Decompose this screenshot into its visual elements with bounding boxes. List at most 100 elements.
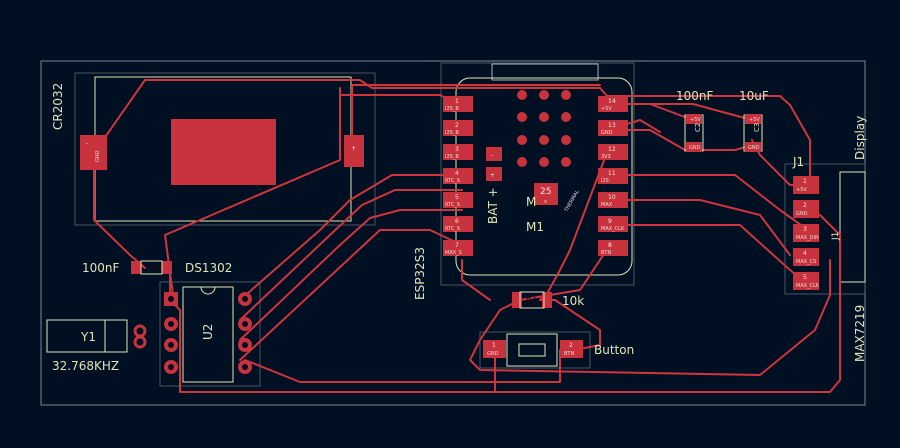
- thermal-pad-x: x: [544, 199, 547, 205]
- esp-right-pin-number: 12: [608, 146, 616, 153]
- esp-left-pin-number: 2: [455, 122, 459, 129]
- j1-pin-number: 1: [803, 178, 807, 185]
- bat-plus-text: +: [490, 172, 495, 179]
- esp-right-pin-pad: [598, 144, 628, 160]
- bat-plus-label: BAT +: [486, 187, 500, 224]
- esp32-inner-vias: [517, 90, 571, 167]
- battery-gnd-label: GND: [95, 150, 101, 162]
- bat-minus-pad: [486, 147, 502, 161]
- u2-outline: [182, 286, 234, 383]
- esp-right-pin-pad: [598, 120, 628, 136]
- r1-pad-1: [512, 292, 522, 308]
- esp-left-pin-name: I2S_B: [445, 154, 459, 160]
- esp-right-pin-number: 11: [608, 170, 616, 177]
- esp-left-pin-name: RTC_S: [445, 202, 460, 208]
- cap-100nf-left-label: 100nF: [82, 261, 120, 275]
- c2-bottom-pad-label: GND: [689, 145, 701, 151]
- c1-pad-1: [131, 261, 141, 274]
- j1-outline: [839, 171, 866, 283]
- j1-pin-pad: [793, 200, 819, 218]
- ds1302-label: DS1302: [185, 261, 232, 275]
- thermal-pad: [534, 183, 558, 205]
- c1-ref: C1: [147, 264, 159, 274]
- esp-right-pin-name: GND: [601, 130, 613, 136]
- j1-pin-pad: [793, 248, 819, 266]
- cap-10uf-label: 10uF: [739, 89, 769, 103]
- bat-plus-pad: [486, 167, 502, 181]
- esp-right-pin-name: MAX_CLK: [601, 226, 625, 232]
- esp-left-pin-pad: [443, 192, 473, 208]
- r1-pad-2: [542, 292, 552, 308]
- button-pad: [483, 340, 506, 358]
- thermal-pad-number: 25: [540, 187, 551, 197]
- j1-pin-name: MAX_DIN: [796, 235, 819, 241]
- esp-left-pin-number: 6: [455, 218, 459, 225]
- j1-pin-pad: [793, 224, 819, 242]
- esp-right-pin-pad: [598, 216, 628, 232]
- usb-outline: [491, 63, 599, 81]
- esp-left-pin-number: 3: [455, 146, 459, 153]
- esp-left-pin-number: 1: [455, 98, 459, 105]
- esp-right-pin-pad: [598, 192, 628, 208]
- esp-right-pin-number: 8: [608, 242, 612, 249]
- cap-100nf-top-label: 100nF: [676, 89, 714, 103]
- j1-label-top: J1: [792, 155, 804, 169]
- esp-right-pin-pad: [598, 96, 628, 112]
- crystal-outline: [46, 319, 128, 353]
- esp-left-pin-pad: [443, 216, 473, 232]
- button-label: Button: [594, 343, 634, 357]
- battery-minus-label: -: [86, 140, 88, 147]
- crystal-pad-1: [133, 324, 147, 338]
- c2-top-pad-label: +5V: [690, 117, 701, 123]
- esp-right-pin-number: 9: [608, 218, 612, 225]
- battery-plus-pad-label: +: [351, 145, 356, 152]
- j1-pin-name: MAX_CLK: [796, 283, 820, 289]
- battery-gnd-pad: [80, 135, 107, 170]
- battery-center-pad: [171, 119, 276, 185]
- bat-minus-text: -: [491, 152, 493, 159]
- crystal-pad-2: [133, 335, 147, 349]
- esp-left-pin-number: 5: [455, 194, 459, 201]
- j1-pin-number: 2: [803, 202, 807, 209]
- display-label: Display: [853, 116, 867, 160]
- j1-pin-name: GND: [796, 211, 808, 217]
- j1-pin-name: +5V: [796, 187, 807, 193]
- esp-right-pin-name: MAX: [601, 202, 613, 208]
- esp-left-pin-name: MAX_S: [445, 250, 462, 256]
- button-outline: [506, 333, 558, 367]
- esp-right-pin-pad: [598, 240, 628, 256]
- c3-bottom-pad-label: GND: [748, 145, 760, 151]
- j1-pin-pad: [793, 272, 819, 290]
- esp-right-pin-number: 10: [608, 194, 616, 201]
- capacitor-c3: +5V GND C3: [743, 114, 763, 152]
- esp-left-pin-name: I2S_B: [445, 130, 459, 136]
- esp-left-pin-pad: [443, 168, 473, 184]
- j1-pin-pad: [793, 176, 819, 194]
- esp-left-pin-number: 7: [455, 242, 459, 249]
- c3-ref: C3: [753, 123, 761, 132]
- esp-right-pin-name: +5V: [601, 106, 612, 112]
- thermal-label: THERMAL: [563, 189, 581, 214]
- c3-top-pad-label: +5V: [749, 117, 760, 123]
- j1-label-side: J1: [831, 232, 841, 241]
- button-pad-name: BTN: [564, 351, 574, 357]
- battery-plus-pad: [344, 135, 364, 167]
- esp32s3-label: ESP32S3: [413, 247, 427, 300]
- esp-left-pin-pad: [443, 120, 473, 136]
- crystal-freq-label: 32.768KHZ: [52, 359, 119, 373]
- esp-right-pin-name: 3V3: [601, 154, 611, 160]
- j1-pin-number: 5: [803, 274, 807, 281]
- esp-right-pin-number: 13: [608, 122, 616, 129]
- y1-label: Y1: [80, 330, 96, 344]
- esp-right-pin-pad: [598, 168, 628, 184]
- j1-pin-number: 3: [803, 226, 807, 233]
- button-pad-number: 1: [492, 342, 496, 349]
- button-pad: [560, 340, 583, 358]
- c1-pad-2: [162, 261, 172, 274]
- esp-left-pin-pad: [443, 240, 473, 256]
- j1-pin-name: MAX_CS: [796, 259, 816, 265]
- j1-pin-number: 4: [803, 250, 807, 257]
